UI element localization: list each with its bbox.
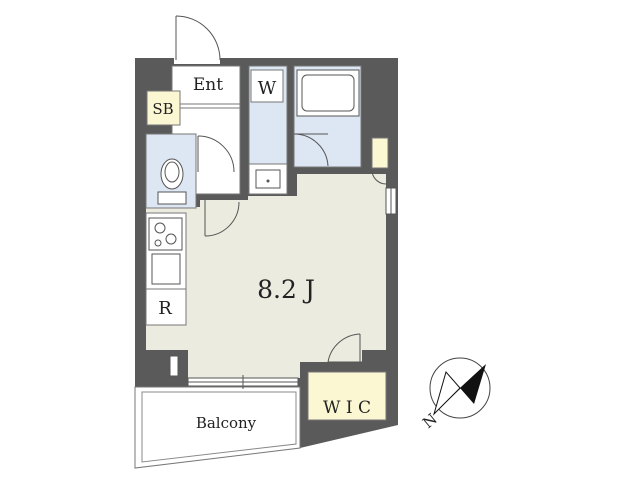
toilet-tank [157,191,187,205]
walk-in-closet [307,371,387,421]
walk-in-closet-label: W I C [323,398,371,418]
bathtub [296,69,360,117]
compass-needle-tail-icon [432,370,461,416]
balcony [134,386,301,469]
washbasin [255,169,281,189]
stove-area [148,217,183,251]
balcony-label: Balcony [196,414,257,432]
compass-ring [429,357,491,419]
refrigerator-space [145,288,187,326]
shoe-box-label: SB [152,100,173,118]
bathroom-door-swing [293,133,329,167]
closet-door-swing [327,333,362,363]
shoe-box [146,90,181,126]
room-door-swing [204,200,240,237]
toilet-door-swing [197,135,235,173]
front-door-swing [174,15,221,64]
washer-label-box [250,69,284,103]
main-room-label: 8.2 J [257,275,315,304]
cabinet-door-swing [371,169,387,185]
compass: N [419,357,491,432]
bathtub-inner [301,74,355,112]
washer-label: W [258,78,277,99]
wall-cabinet [371,137,389,169]
stove-burner [165,233,177,245]
kitchen-sink [151,253,181,285]
balcony-inner-line [141,391,297,463]
refrigerator-label: R [158,298,172,319]
toilet-seat [164,161,180,183]
compass-north-label: N [419,410,441,432]
washbasin-drain [266,179,270,183]
small-window [169,355,179,377]
compass-needle-icon [460,364,486,404]
entrance-label: Ent [193,75,223,95]
stove-burner [154,239,162,247]
main-room-floor [146,174,386,378]
toilet-bowl [160,158,184,190]
stove-burner [154,222,166,234]
